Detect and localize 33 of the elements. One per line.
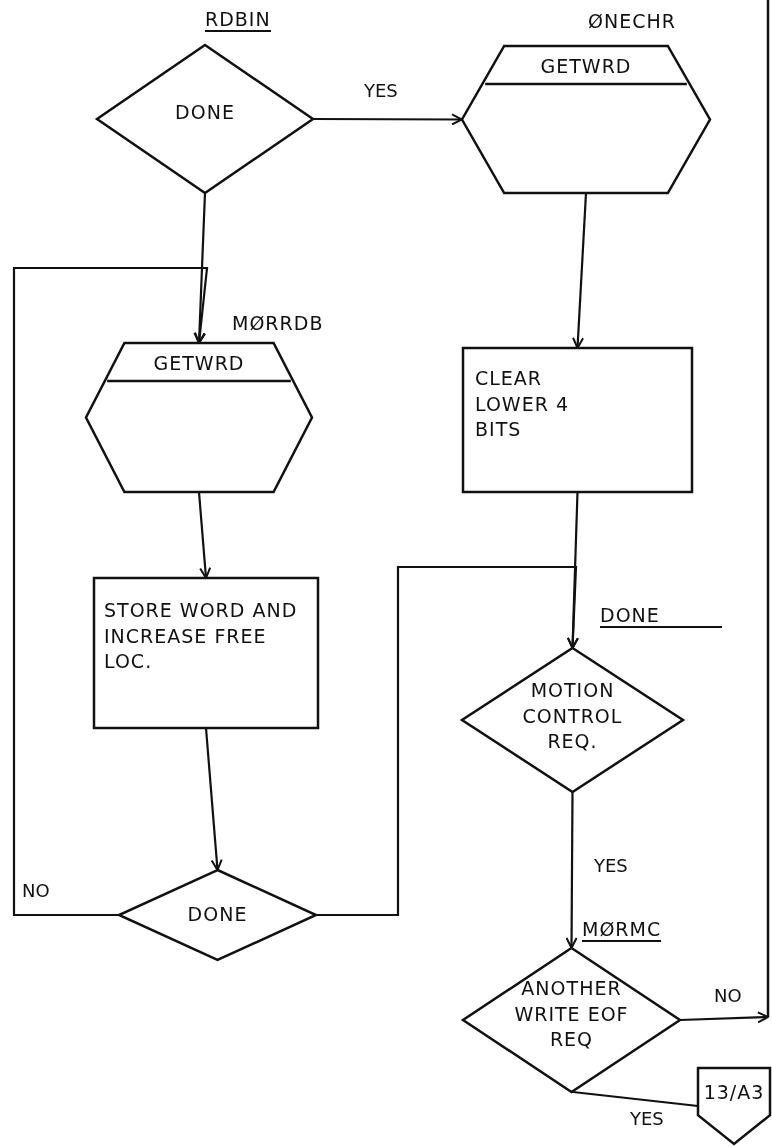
arrow <box>566 491 579 649</box>
arrow <box>12 266 209 917</box>
subroutine-hexagon <box>86 343 312 492</box>
arrow <box>679 1011 769 1024</box>
arrow <box>572 192 588 349</box>
entry-point-label: MØRMC <box>582 918 662 942</box>
entry-point-label: ØNECHR <box>588 10 676 32</box>
arrow <box>316 565 579 917</box>
entry-point-label: DONE <box>600 604 722 628</box>
node-label: ANOTHER WRITE EOF REQ <box>513 976 630 1053</box>
arrow <box>313 113 463 126</box>
entry-point-label: MØRRDB <box>232 312 324 334</box>
entry-point-label: RDBIN <box>205 8 271 32</box>
decision-diamond <box>97 45 313 193</box>
arrow <box>204 727 223 871</box>
node-label: CLEAR LOWER 4 BITS <box>475 366 570 443</box>
decision-diamond <box>119 870 316 960</box>
node-label: GETWRD <box>539 54 633 79</box>
arrow <box>197 491 212 579</box>
subroutine-hexagon <box>462 46 710 193</box>
off-page-connector <box>698 1068 770 1144</box>
node-label: STORE WORD AND INCREASE FREE LOC. <box>104 598 299 675</box>
node-label: MOTION CONTROL REQ. <box>521 678 624 755</box>
node-label: GETWRD <box>152 351 246 376</box>
decision-diamond <box>463 948 680 1092</box>
decision-diamond <box>462 648 683 792</box>
arrow <box>565 792 578 949</box>
connector-line <box>571 1090 699 1108</box>
process-box <box>463 348 692 492</box>
process-box <box>94 578 318 728</box>
node-label: DONE <box>186 902 249 927</box>
node-label: DONE <box>174 100 236 125</box>
node-label: 13/A3 <box>702 1080 766 1105</box>
